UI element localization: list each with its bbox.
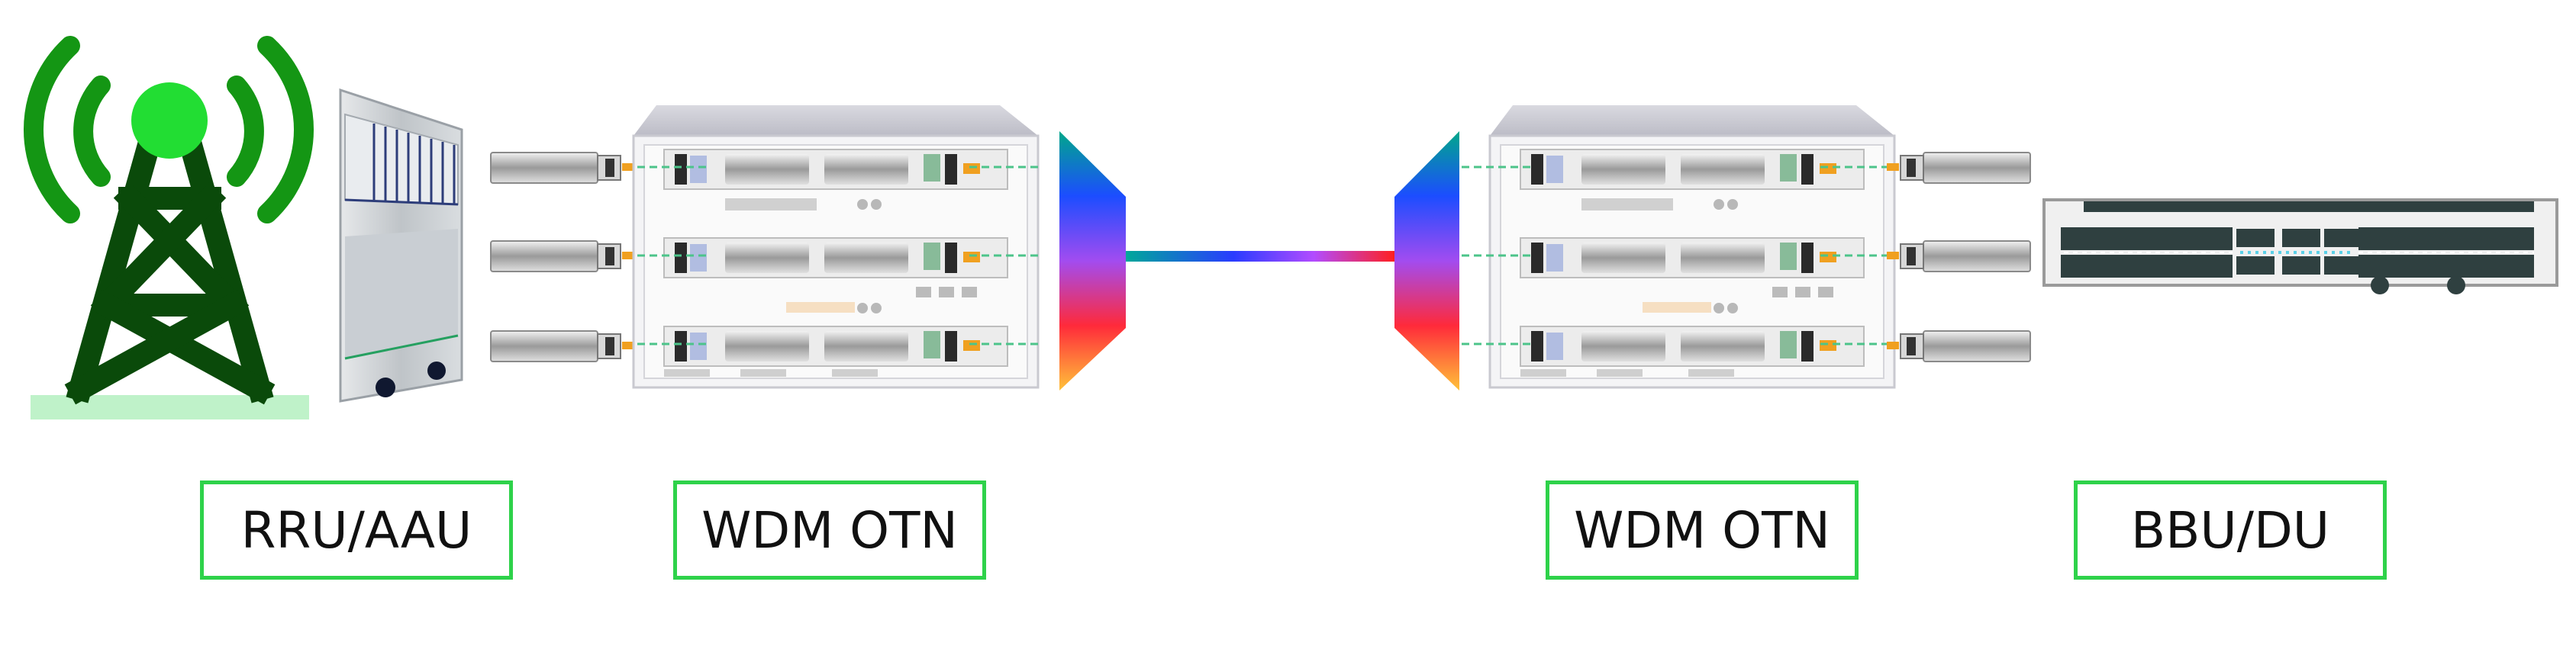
bbu-sfp-modules	[1886, 152, 2031, 362]
label-wdm-otn-right: WDM OTN	[1546, 480, 1859, 580]
rru-sfp-modules	[490, 152, 635, 362]
label-bbu-du-text: BBU/DU	[2130, 500, 2330, 560]
radio-tower-icon	[24, 36, 314, 419]
bbu-rack-icon	[2042, 198, 2558, 294]
otn-chassis-left	[634, 105, 1040, 387]
label-rru-aau: RRU/AAU	[200, 480, 513, 580]
label-wdm-otn-left-text: WDM OTN	[701, 500, 958, 560]
label-rru-aau-text: RRU/AAU	[240, 500, 472, 560]
otn-chassis-right	[1460, 105, 1894, 387]
label-wdm-otn-right-text: WDM OTN	[1574, 500, 1830, 560]
label-bbu-du: BBU/DU	[2074, 480, 2387, 580]
label-wdm-otn-left: WDM OTN	[673, 480, 986, 580]
fiber-link	[1126, 251, 1394, 262]
rru-unit-icon	[339, 88, 463, 403]
wdm-mux-prism-left	[1059, 131, 1126, 390]
wdm-mux-prism-right	[1394, 131, 1459, 390]
